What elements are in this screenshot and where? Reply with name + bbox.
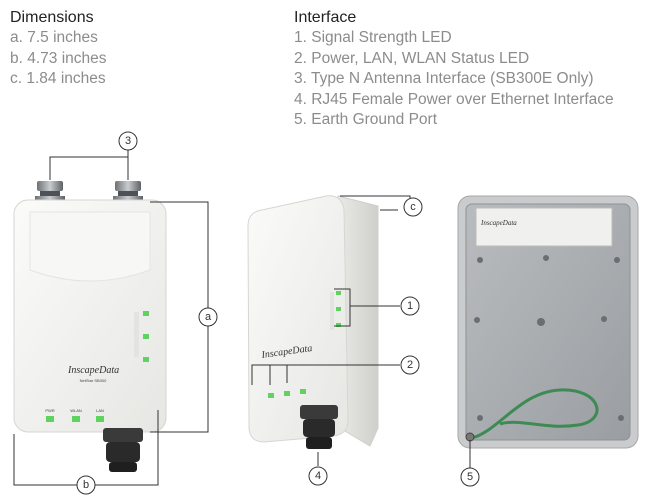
callout-5-label: 5 [467,471,473,483]
mounting-screw-left [474,317,480,323]
earth-ground-port [465,432,475,442]
mounting-screw-top [543,255,549,261]
callout-3-label: 3 [125,135,131,147]
angled-status-led-pwr [268,393,274,398]
callout-line-1 [334,288,400,327]
front-cable-gland [103,428,143,472]
signal-led-1 [143,311,149,316]
front-view: InscapeData NetStar SB300 PWR WLAN LAN [13,148,209,486]
front-status-led-pwr [46,416,54,422]
callout-line-3 [49,148,129,180]
front-led-label-lan: LAN [96,408,104,413]
mounting-screw-top-right [614,257,620,263]
front-led-label-pwr: PWR [45,408,54,413]
interface-heading: Interface [294,9,357,26]
front-led-label-wlan: WLAN [70,408,82,413]
interface-item-1: 1. Signal Strength LED [294,29,452,46]
angled-status-led-lan [300,389,306,394]
angled-housing [247,195,349,443]
ground-wire [471,388,599,440]
angled-signal-led-2 [336,307,341,311]
front-status-led-wlan [72,416,80,422]
callout-2-label: 2 [407,359,413,371]
front-model-label: NetStar SB300 [80,378,107,383]
callout-5: 5 [460,467,480,487]
dimensions-legend: Dimensions a. 7.5 inches b. 4.73 inches … [10,8,107,90]
callout-a-label: a [205,311,212,323]
interface-legend: Interface 1. Signal Strength LED 2. Powe… [294,8,614,131]
callout-4-label: 4 [315,470,321,482]
dimension-a: a. 7.5 inches [10,29,98,46]
back-label-brand: InscapeData [480,219,517,227]
interface-item-4: 4. RJ45 Female Power over Ethernet Inter… [294,90,614,108]
dimensions-heading: Dimensions [10,9,94,26]
mounting-screw-center [537,318,545,326]
callout-1-label: 1 [407,300,413,312]
mounting-screw-right [601,316,607,322]
callout-c-label: c [410,201,416,213]
callout-4: 4 [308,466,328,486]
back-view: InscapeData [457,195,639,468]
signal-led-3 [143,357,149,362]
callout-line-2 [251,364,400,385]
interface-item-3: 3. Type N Antenna Interface (SB300E Only… [294,70,594,87]
mounting-screw-bottom-left [477,415,483,421]
callout-1: 1 [400,296,420,316]
mounting-screw-bottom-right [618,415,624,421]
dimension-c: c. 1.84 inches [10,70,106,87]
interface-item-2: 2. Power, LAN, WLAN Status LED [294,49,530,67]
callout-b: b [76,475,96,495]
angled-signal-led-1 [336,291,341,295]
mounting-screw-top-left [477,257,483,263]
front-status-led-lan [96,416,104,422]
dimension-b: b. 4.73 inches [10,49,107,67]
mounting-plate [465,203,631,441]
angled-status-led-wlan [284,391,290,396]
callout-c: c [403,197,423,217]
product-label [475,207,613,247]
callout-2: 2 [400,355,420,375]
angled-cable-gland [300,405,338,449]
callout-b-label: b [83,479,89,491]
callout-a: a [198,307,218,327]
front-brand-logo: InscapeData [67,365,119,376]
interface-item-5: 5. Earth Ground Port [294,111,438,128]
signal-led-2 [143,334,149,339]
angled-signal-led-3 [336,323,341,327]
callout-3: 3 [118,131,138,151]
angled-view: InscapeData [247,195,411,466]
